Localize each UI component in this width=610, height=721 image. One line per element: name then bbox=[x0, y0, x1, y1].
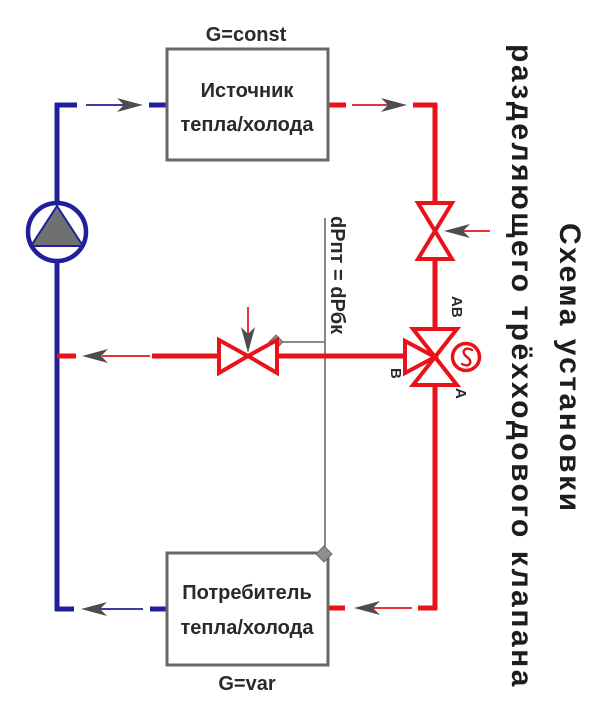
source-box-label-line2: тепла/холода bbox=[181, 114, 315, 136]
port-ab-label: AB bbox=[448, 296, 465, 318]
balancing-valve-setting-arrow-icon bbox=[444, 224, 490, 238]
balancing-valve-top-triangle bbox=[414, 201, 456, 235]
page-title-line2: разделяющего трёхходового клапана bbox=[505, 44, 538, 689]
pump-icon bbox=[25, 200, 89, 264]
page-title-line1: Схема установки bbox=[553, 223, 586, 514]
pressure-tap-diamond-icon bbox=[315, 545, 333, 563]
consumer-box-label-line1: Потребитель bbox=[182, 582, 312, 604]
actuator-wave bbox=[460, 347, 474, 367]
balancing-valve-icon bbox=[414, 201, 456, 261]
three-way-valve-bottom-triangle bbox=[408, 353, 462, 387]
arrow-head bbox=[354, 601, 380, 615]
port-a-label: A bbox=[452, 388, 469, 399]
arrow-head bbox=[444, 224, 470, 238]
consumer-box-label-line2: тепла/холода bbox=[181, 617, 315, 639]
three-way-valve-left-triangle bbox=[403, 337, 440, 377]
valve-actuator-icon bbox=[450, 341, 482, 373]
balancing-valve-bottom-triangle bbox=[414, 227, 456, 261]
flow-arrow-top-red-icon bbox=[352, 98, 407, 112]
flow-arrow-bottom-red-icon bbox=[354, 601, 412, 615]
flow-arrow-bottom-blue-icon bbox=[81, 602, 143, 616]
impulse-line bbox=[283, 218, 326, 553]
source-flow-label: G=const bbox=[206, 24, 287, 46]
flow-arrow-top-blue-icon bbox=[86, 98, 143, 112]
control-valve-right-triangle bbox=[243, 336, 279, 377]
consumer-box bbox=[165, 551, 330, 667]
three-way-valve-icon bbox=[403, 327, 462, 387]
source-box bbox=[165, 47, 330, 162]
control-valve-left-triangle bbox=[217, 336, 253, 377]
arrow-head bbox=[117, 98, 143, 112]
control-valve-icon bbox=[217, 336, 279, 377]
pressure-equation-label: dPпт = dPбк bbox=[326, 216, 348, 335]
consumer-flow-label: G=var bbox=[218, 673, 275, 695]
arrow-head bbox=[82, 349, 108, 363]
flow-arrow-bypass-red-icon bbox=[82, 349, 150, 363]
pump-triangle bbox=[29, 204, 85, 247]
control-valve-setting-arrow-icon bbox=[241, 307, 255, 353]
source-box-label-line1: Источник bbox=[201, 80, 295, 102]
port-b-label: B bbox=[387, 368, 404, 379]
arrow-head bbox=[241, 327, 255, 353]
three-way-valve-top-triangle bbox=[408, 327, 462, 361]
arrow-head bbox=[81, 602, 107, 616]
arrow-head bbox=[381, 98, 407, 112]
supply-pipe-red bbox=[57, 102, 438, 611]
